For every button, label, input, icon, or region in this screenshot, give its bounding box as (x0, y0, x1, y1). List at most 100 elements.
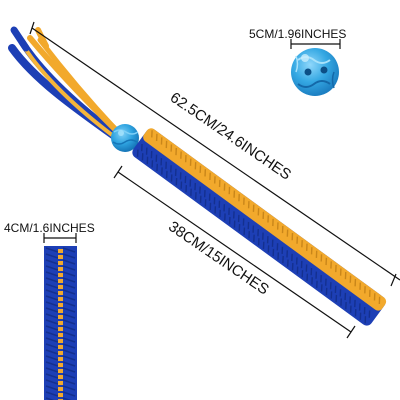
braid-weave-blue (204, 193, 211, 207)
braid-weave-blue (306, 267, 313, 281)
braid-weave-blue (267, 239, 274, 253)
closeup-weave-yellow (58, 339, 63, 343)
closeup-weave-blue (45, 283, 76, 289)
closeup-weave-yellow (58, 357, 63, 361)
braid-weave-blue (291, 257, 298, 271)
braid-weave-yellow (184, 155, 187, 163)
braid-weave-yellow (199, 165, 202, 173)
braid-weave-blue (248, 225, 255, 239)
braid-weave-blue (364, 310, 371, 324)
braid-weave-yellow (223, 183, 226, 191)
braid-weave-blue (209, 197, 216, 211)
braid-weave-blue (190, 182, 197, 196)
braid-weave-yellow (160, 137, 163, 145)
closeup-weave-blue (45, 385, 76, 391)
closeup-weave-blue (45, 301, 76, 307)
braid-weave-blue (301, 264, 308, 278)
braid-weave-yellow (373, 293, 376, 301)
braid-weave-yellow (214, 176, 216, 184)
closeup-weave-blue (45, 391, 76, 397)
closeup-weave-blue (45, 397, 72, 400)
braid-closeup (44, 246, 77, 400)
braid-weave-yellow (335, 264, 337, 273)
braid-weave-blue (311, 271, 318, 285)
braid-weave-blue (156, 158, 163, 172)
braid-width-label: 4CM/1.6INCHES (4, 221, 95, 235)
braid-weave-yellow (165, 140, 168, 149)
braid-weave-blue (161, 161, 167, 175)
closeup-weave-blue (45, 265, 76, 271)
closeup-weave-yellow (58, 297, 63, 301)
braid-weave-yellow (330, 261, 332, 269)
braid-weave-blue (224, 207, 230, 221)
closeup-weave-blue (45, 373, 76, 379)
braid-weave-yellow (291, 232, 294, 241)
closeup-weave-yellow (58, 255, 63, 259)
braid-weave-yellow (276, 222, 279, 230)
closeup-weave-yellow (58, 363, 63, 367)
closeup-weave-blue (45, 379, 76, 385)
closeup-weave-yellow (58, 279, 63, 283)
braid-weave-yellow (155, 133, 158, 142)
closeup-weave-yellow (58, 327, 63, 331)
closeup-weave-yellow (58, 369, 63, 373)
rope-ball (111, 124, 139, 152)
braid-weave-blue (141, 147, 148, 161)
braid-weave-yellow (218, 179, 221, 188)
braid-weave-yellow (151, 130, 153, 138)
braid-weave-blue (272, 243, 279, 257)
closeup-weave-yellow (58, 261, 63, 265)
braid-weave-blue (277, 246, 284, 260)
braid-weave-yellow (189, 158, 192, 166)
treat-ball (291, 48, 339, 96)
braid-weave-yellow (238, 194, 240, 202)
closeup-weave-blue (45, 271, 76, 277)
braid-weave-yellow (180, 151, 182, 159)
braid-weave-yellow (233, 190, 236, 198)
braid-weave-blue (219, 204, 226, 218)
braid-weave-yellow (257, 208, 260, 216)
closeup-weave-blue (45, 295, 76, 301)
braid-weave-yellow (209, 172, 211, 181)
braid-weave-yellow (349, 275, 352, 283)
braid-weave-blue (194, 186, 201, 200)
closeup-weave-blue (45, 355, 76, 361)
braid-weave-blue (262, 236, 269, 249)
closeup-weave-yellow (58, 273, 63, 277)
braid-weave-yellow (296, 236, 299, 244)
braid-weave-yellow (306, 243, 308, 251)
braid-weave-blue (349, 299, 356, 313)
closeup-weave-yellow (58, 291, 63, 295)
braid-weave-yellow (310, 247, 313, 255)
braid-weave-blue (214, 200, 221, 214)
closeup-weave-blue (45, 361, 76, 367)
braid-weave-blue (238, 218, 245, 232)
braid-length-dimension (113, 165, 356, 339)
closeup-weave-yellow (58, 393, 63, 397)
braid-weave-blue (257, 232, 264, 246)
closeup-weave-yellow (58, 351, 63, 355)
closeup-weave-yellow (58, 387, 63, 391)
braid-weave-blue (136, 143, 143, 157)
braid-weave-yellow (262, 211, 265, 219)
closeup-weave-blue (45, 319, 76, 325)
braid-weave-blue (170, 168, 177, 182)
braid-width-dimension (43, 233, 77, 243)
braid-weave-blue (354, 303, 361, 317)
braid-weave-yellow (228, 186, 231, 195)
braid-weave-blue (286, 253, 293, 267)
braid-weave-blue (335, 289, 342, 303)
ball-diameter-dimension (290, 39, 341, 49)
closeup-weave-yellow (58, 321, 63, 325)
braid-weave-blue (296, 260, 303, 274)
braid-weave-blue (180, 175, 187, 189)
braid-weave-yellow (354, 279, 357, 287)
braid-weave-blue (316, 275, 322, 288)
braid-weave-blue (151, 154, 158, 168)
braid-weave-blue (359, 306, 366, 320)
braid-weave-blue (233, 214, 240, 228)
braid-weave-yellow (243, 197, 245, 205)
braid-weave-blue (165, 165, 172, 179)
braid-weave-blue (228, 211, 235, 225)
